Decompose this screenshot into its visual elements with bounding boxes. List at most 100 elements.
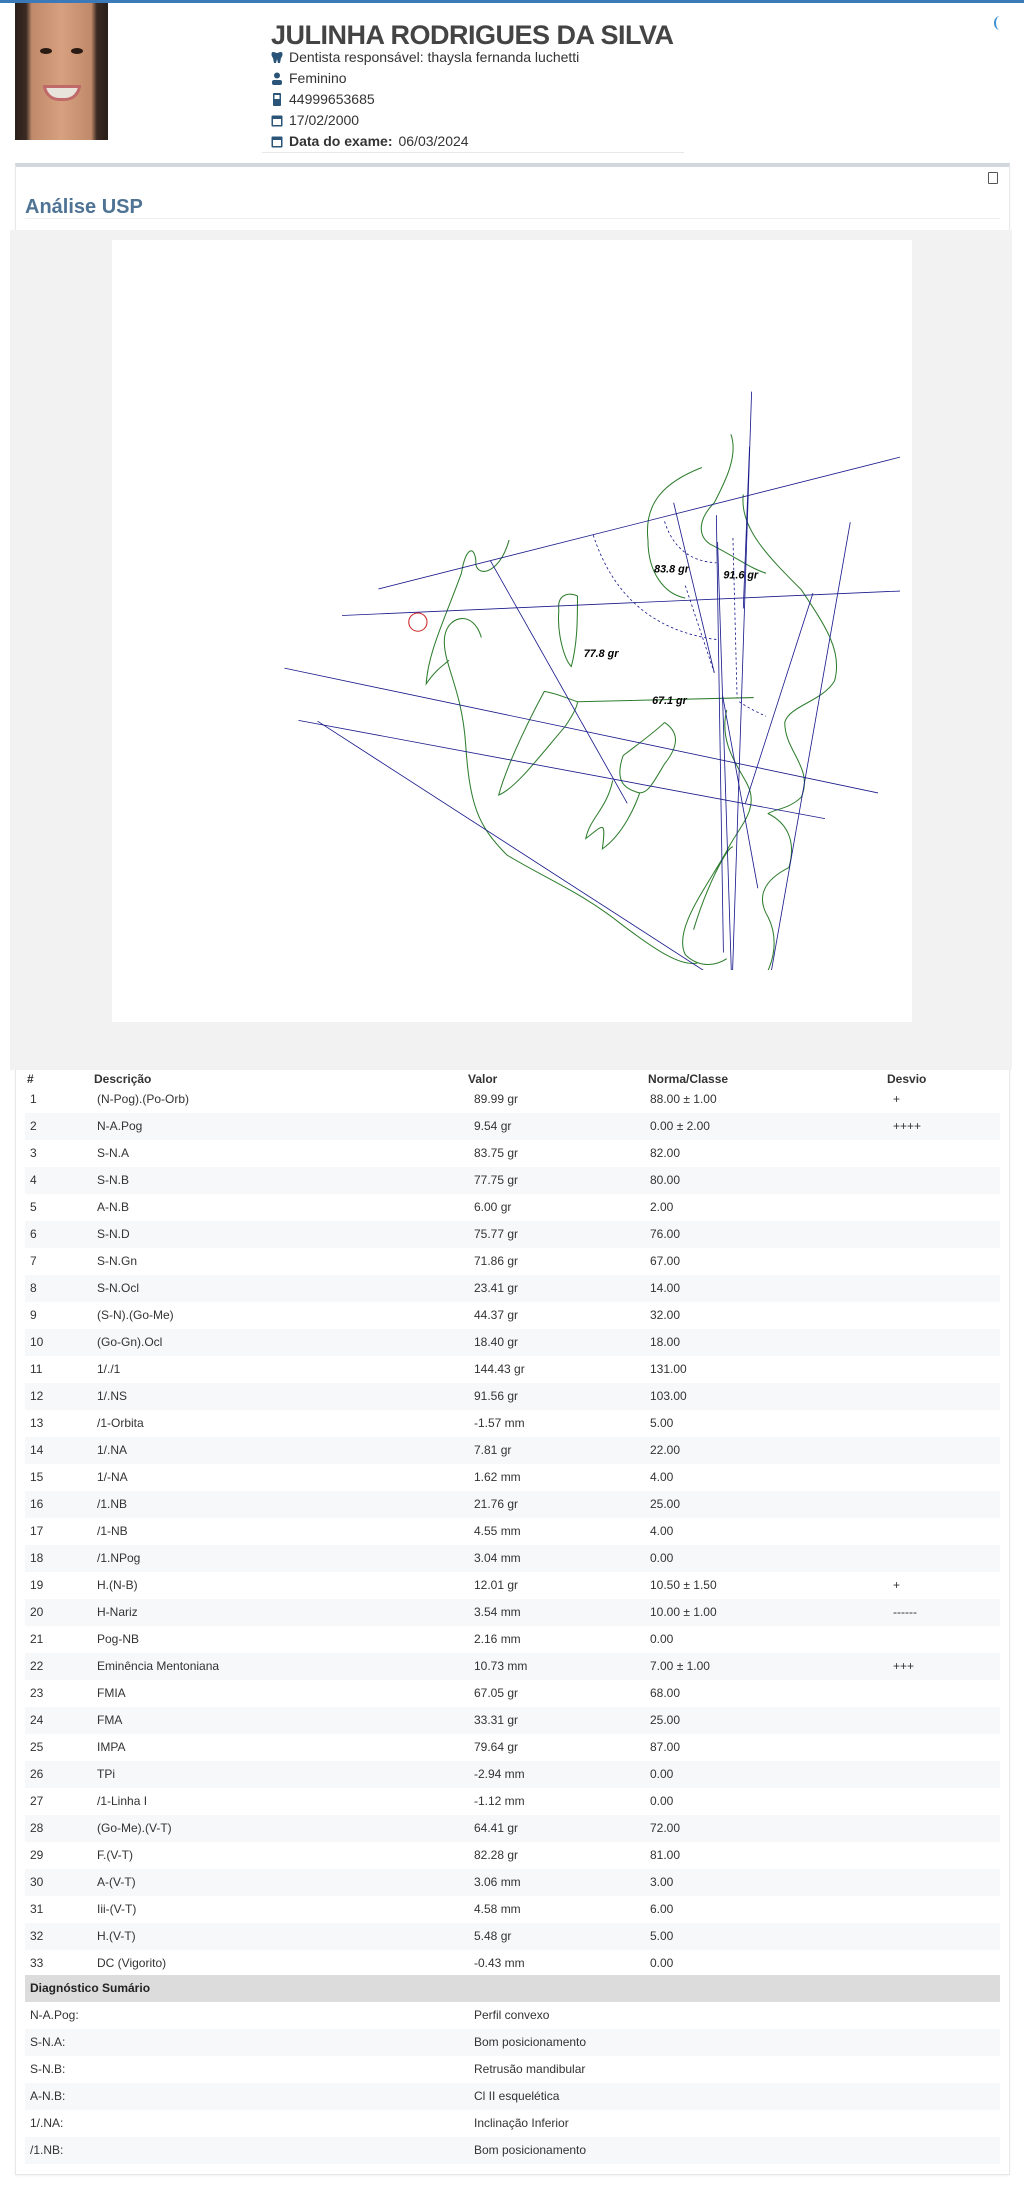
row-number: 14	[30, 1443, 44, 1457]
molar-contour	[585, 722, 676, 850]
row-number: 16	[30, 1497, 44, 1511]
phone-info: 44999653685	[271, 91, 375, 107]
diagnosis-result: Inclinação Inferior	[474, 2116, 569, 2130]
row-number: 18	[30, 1551, 44, 1565]
row-number: 29	[30, 1848, 44, 1862]
row-value: 144.43 gr	[474, 1362, 525, 1376]
diagnosis-measure: N-A.Pog:	[30, 2008, 79, 2022]
diagnosis-result: Cl II esquelética	[474, 2089, 560, 2103]
row-value: -1.57 mm	[474, 1416, 525, 1430]
row-number: 11	[30, 1362, 43, 1376]
row-description: 1/./1	[97, 1362, 121, 1376]
row-norm: 25.00	[650, 1497, 681, 1511]
row-value: 5.48 gr	[474, 1929, 512, 1943]
analysis-title: Análise USP	[25, 196, 143, 218]
row-value: 12.01 gr	[474, 1578, 519, 1592]
row-number: 12	[30, 1389, 44, 1403]
diagnosis-measure: S-N.A:	[30, 2035, 66, 2049]
row-number: 15	[30, 1470, 44, 1484]
row-norm: 81.00	[650, 1848, 681, 1862]
diagnosis-result: Bom posicionamento	[474, 2035, 587, 2049]
symphysis-contour	[682, 709, 752, 965]
note-icon[interactable]	[988, 172, 998, 184]
row-description: H.(V-T)	[97, 1929, 136, 1943]
patient-name: JULINHA RODRIGUES DA SILVA	[271, 20, 674, 50]
row-deviation: +	[893, 1092, 901, 1106]
row-description: DC (Vigorito)	[97, 1956, 167, 1970]
diagnosis-measure: S-N.B:	[30, 2062, 66, 2076]
col-value: Valor	[468, 1072, 498, 1086]
exam-date-info: Data do exame: 06/03/2024	[271, 133, 469, 149]
row-value: 44.37 gr	[474, 1308, 519, 1322]
row-value: 4.58 mm	[474, 1902, 521, 1916]
row-number: 30	[30, 1875, 44, 1889]
row-value: 1.62 mm	[474, 1470, 521, 1484]
row-value: 3.06 mm	[474, 1875, 521, 1889]
soft-tissue-profile	[700, 434, 838, 970]
row-norm: 18.00	[650, 1335, 681, 1349]
header-divider	[262, 152, 684, 153]
row-number: 10	[30, 1335, 44, 1349]
phone-icon	[273, 92, 281, 106]
dentist-info: Dentista responsável: thaysla fernanda l…	[271, 49, 579, 65]
row-value: 89.99 gr	[474, 1092, 519, 1106]
row-description: IMPA	[97, 1740, 126, 1754]
row-number: 1	[30, 1092, 37, 1106]
row-description: /1-NB	[97, 1524, 128, 1538]
calendar-icon	[271, 115, 283, 126]
row-description: (S-N).(Go-Me)	[97, 1308, 174, 1322]
row-number: 24	[30, 1713, 44, 1727]
row-norm: 10.00 ± 1.00	[650, 1605, 717, 1619]
row-number: 23	[30, 1686, 44, 1700]
diagnosis-result: Perfil convexo	[474, 2008, 550, 2022]
tracing-svg: 83.8 gr 91.6 gr 77.8 gr 67.1 gr	[284, 391, 900, 970]
nasal-contour	[646, 467, 703, 599]
row-number: 28	[30, 1821, 44, 1835]
row-value: 71.86 gr	[474, 1254, 519, 1268]
reference-lines	[284, 391, 900, 970]
row-description: (N-Pog).(Po-Orb)	[97, 1092, 190, 1106]
row-norm: 80.00	[650, 1173, 681, 1187]
calendar-icon	[271, 136, 283, 147]
row-norm: 0.00	[650, 1551, 674, 1565]
row-description: (Go-Gn).Ocl	[97, 1335, 163, 1349]
row-description: Eminência Mentoniana	[97, 1659, 220, 1673]
row-norm: 25.00	[650, 1713, 681, 1727]
dentist-text: Dentista responsável: thaysla fernanda l…	[289, 49, 580, 65]
row-number: 21	[30, 1632, 44, 1646]
angle-arcs	[592, 521, 767, 717]
row-norm: 103.00	[650, 1389, 687, 1403]
loading-spinner-icon	[994, 16, 1006, 30]
palate-contour	[497, 690, 754, 796]
row-number: 5	[30, 1200, 37, 1214]
row-number: 17	[30, 1524, 44, 1538]
row-value: 64.41 gr	[474, 1821, 519, 1835]
row-number: 20	[30, 1605, 44, 1619]
row-description: 1/-NA	[97, 1470, 128, 1484]
row-description: FMIA	[97, 1686, 126, 1700]
row-description: FMA	[97, 1713, 123, 1727]
row-number: 25	[30, 1740, 44, 1754]
angle-label-sna: 83.8 gr	[654, 563, 690, 575]
row-norm: 0.00	[650, 1767, 674, 1781]
row-norm: 3.00	[650, 1875, 674, 1889]
row-description: 1/.NA	[97, 1443, 128, 1457]
row-description: A-(V-T)	[97, 1875, 136, 1889]
row-description: S-N.Ocl	[97, 1281, 139, 1295]
